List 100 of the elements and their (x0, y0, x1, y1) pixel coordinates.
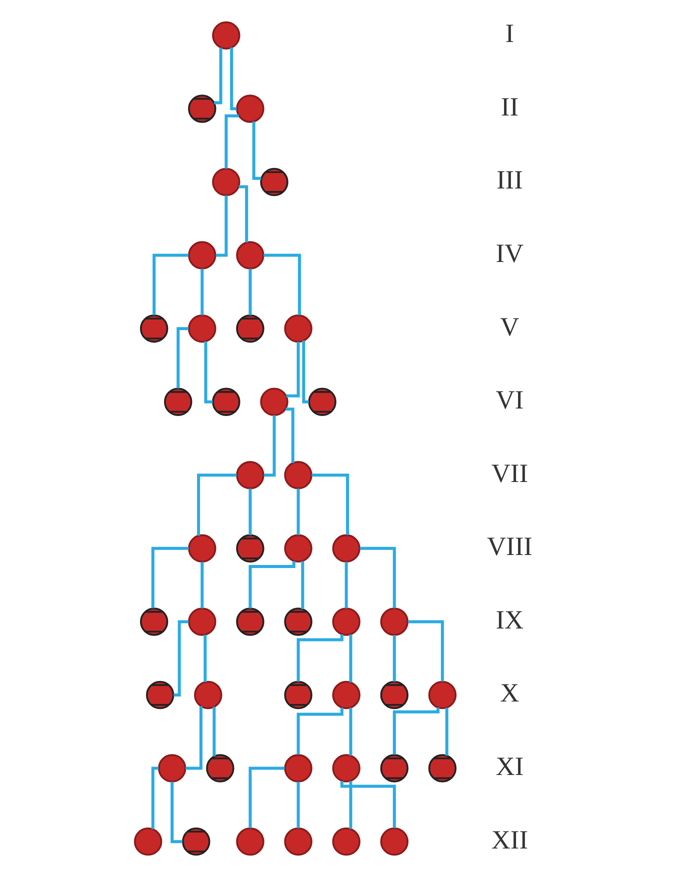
connector (349, 707, 352, 756)
node-crossed (146, 680, 174, 709)
connector (349, 780, 352, 828)
connector (248, 560, 296, 608)
connector (174, 620, 189, 696)
node-crossed (428, 754, 457, 782)
node-circle (380, 826, 408, 856)
node-circle (332, 754, 360, 782)
node-crossed (236, 314, 264, 342)
node-crossed (308, 387, 336, 416)
label: X (500, 677, 520, 708)
connector (216, 194, 228, 256)
connector (296, 634, 344, 682)
connector (248, 766, 285, 828)
node-circle (332, 826, 360, 856)
connector (301, 560, 304, 609)
connector (197, 473, 237, 536)
node-circle (212, 167, 240, 196)
node-crossed (380, 680, 408, 709)
label: VI (496, 384, 524, 414)
label: IV (496, 238, 524, 268)
connector (212, 706, 216, 756)
node-circle (284, 754, 312, 782)
node-crossed (182, 826, 210, 856)
connector (296, 488, 300, 535)
node-crossed (236, 534, 264, 562)
connector (340, 780, 396, 828)
node-circle (284, 826, 312, 856)
connector (392, 707, 440, 754)
connector (248, 488, 252, 535)
label: III (496, 164, 523, 194)
connector (238, 184, 248, 242)
connector (186, 706, 202, 770)
node-circle (134, 826, 162, 856)
connector (286, 407, 294, 463)
node-crossed (260, 167, 288, 196)
node-circle (380, 607, 408, 636)
connector (170, 781, 182, 843)
node-circle (188, 607, 216, 636)
connector (445, 707, 448, 756)
label: XII (491, 824, 528, 854)
connector (230, 47, 237, 110)
connector (392, 634, 396, 682)
node-circle (332, 680, 360, 709)
node-circle (284, 314, 312, 342)
connector (176, 326, 188, 388)
connector (312, 473, 350, 534)
node-crossed (140, 607, 168, 636)
connector (296, 707, 344, 754)
node-crossed (206, 754, 234, 782)
node-crossed (188, 94, 216, 122)
connector (200, 268, 204, 315)
connector (302, 340, 309, 403)
connector (360, 546, 396, 608)
connector (286, 341, 300, 397)
label: V (500, 310, 520, 341)
node-crossed (164, 387, 192, 416)
label: VIII (486, 530, 532, 561)
node-circle (332, 534, 360, 562)
node-circle (332, 607, 360, 636)
node-circle (236, 240, 264, 269)
connector (152, 253, 188, 315)
node-crossed (212, 387, 240, 416)
node-circle (284, 460, 312, 489)
node-circle (236, 460, 264, 489)
connector (214, 47, 222, 104)
connector (200, 561, 204, 608)
connector (296, 781, 300, 828)
label: II (500, 90, 519, 121)
connector (224, 114, 239, 168)
node-circle (188, 534, 216, 562)
connector (349, 634, 352, 682)
node-circle (194, 680, 222, 709)
connector (248, 268, 252, 315)
node-circle (236, 94, 264, 122)
label: I (505, 18, 514, 48)
connector (264, 253, 301, 315)
connector (252, 121, 262, 180)
node-circle (158, 754, 186, 782)
node-circle (188, 240, 216, 269)
connector (151, 546, 189, 608)
node-crossed (284, 680, 312, 709)
node-circle (188, 314, 216, 342)
node-circle (284, 534, 312, 562)
node-crossed (236, 607, 264, 636)
node-circle (260, 387, 288, 416)
label: IX (496, 604, 524, 634)
connector (408, 620, 444, 682)
node-circle (212, 20, 240, 50)
label: VII (491, 457, 528, 488)
node-circle (428, 680, 457, 709)
connector (264, 414, 276, 476)
node-crossed (284, 607, 312, 636)
label: XI (496, 750, 524, 781)
node-crossed (140, 314, 168, 342)
connector (344, 561, 348, 608)
connector (204, 634, 207, 682)
connector (204, 340, 213, 403)
node-crossed (380, 754, 408, 782)
connector (151, 766, 159, 829)
